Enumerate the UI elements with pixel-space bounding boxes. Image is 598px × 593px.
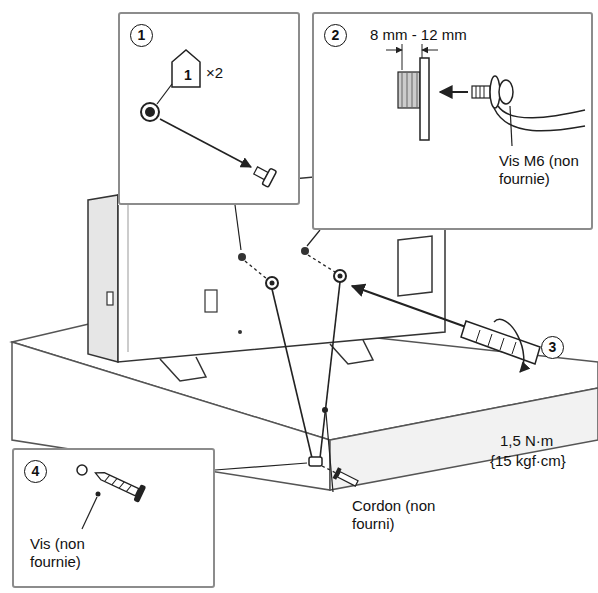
leader-line bbox=[326, 413, 333, 492]
quantity-label: ×2 bbox=[206, 64, 223, 82]
callout-number: 3 bbox=[541, 336, 564, 359]
dash-line bbox=[322, 466, 336, 473]
rotation-arrow bbox=[494, 319, 524, 372]
leader-line bbox=[82, 497, 97, 529]
cord bbox=[272, 289, 312, 458]
screwdriver-handle bbox=[461, 321, 540, 364]
leader-line bbox=[157, 84, 172, 104]
screw-head bbox=[333, 467, 342, 480]
leader-line bbox=[510, 106, 512, 146]
screw-head bbox=[499, 80, 513, 104]
cord bbox=[320, 282, 340, 458]
step-inset: 4Vis (non fournie) bbox=[12, 448, 215, 588]
leader-line bbox=[307, 230, 320, 246]
screw-head bbox=[262, 168, 277, 187]
callout-number: 4 bbox=[24, 460, 47, 483]
tv-foot bbox=[330, 340, 373, 364]
insert-arrow bbox=[440, 91, 468, 93]
bolt-core bbox=[270, 281, 275, 286]
cord bbox=[494, 108, 585, 131]
removal-arrow bbox=[160, 119, 251, 167]
dimension-arrow bbox=[386, 50, 402, 51]
tv-edge bbox=[128, 205, 129, 352]
thread-hatch bbox=[105, 474, 132, 492]
screwdriver-shaft bbox=[352, 286, 466, 327]
table-screw bbox=[333, 467, 360, 489]
screw-hole bbox=[141, 103, 159, 121]
dimension-line bbox=[402, 44, 403, 70]
callout-number: 1 bbox=[130, 24, 153, 47]
thread-hatch bbox=[402, 72, 417, 108]
tv-terminal-panel bbox=[398, 236, 432, 296]
symbol-icon bbox=[172, 50, 200, 87]
inset-ground bbox=[118, 12, 300, 205]
tv-foot bbox=[160, 357, 206, 381]
inset-ground bbox=[12, 448, 215, 588]
leader-dot bbox=[322, 407, 328, 413]
bracket-plate bbox=[420, 58, 429, 140]
dimension-arrow bbox=[422, 50, 438, 51]
screw-hole-core bbox=[145, 107, 155, 117]
leader-line bbox=[235, 205, 241, 250]
tv-port bbox=[107, 292, 113, 305]
tv-dot bbox=[238, 330, 242, 334]
step-inset: 2 8 mm - 12 mm Vis M6 (non fournie) bbox=[312, 12, 593, 230]
dash-line bbox=[245, 261, 267, 279]
screw bbox=[251, 162, 276, 187]
table-side bbox=[330, 388, 598, 490]
screw-head bbox=[133, 484, 146, 503]
part-label: Vis (non fournie) bbox=[30, 535, 108, 571]
torque-value: {15 kgf·cm} bbox=[490, 452, 566, 470]
tv-bracket bbox=[205, 290, 217, 312]
dash-line bbox=[308, 255, 335, 272]
tv-side bbox=[88, 195, 118, 362]
bolt bbox=[266, 277, 278, 289]
screw-hole bbox=[238, 253, 246, 261]
thread-hatch bbox=[476, 86, 484, 98]
step-inset: 1 1 ×2 bbox=[118, 12, 300, 205]
part-label: Cordon (non fourni) bbox=[352, 497, 456, 533]
torque-value: 1,5 N·m bbox=[500, 432, 553, 450]
dimension-label: 8 mm - 12 mm bbox=[370, 26, 467, 44]
leader-line bbox=[215, 463, 307, 470]
symbol-number: 1 bbox=[181, 67, 195, 84]
screw-thread bbox=[94, 469, 139, 496]
dimension-line bbox=[422, 44, 423, 58]
bolt bbox=[334, 270, 346, 282]
screw-thread bbox=[472, 86, 490, 98]
handle-grip bbox=[476, 330, 516, 354]
washer bbox=[77, 465, 87, 475]
screw-hole bbox=[301, 247, 309, 255]
inset-ground bbox=[312, 12, 588, 230]
threaded-insert bbox=[398, 72, 420, 108]
leader-dot bbox=[96, 492, 101, 497]
cord-clamp bbox=[309, 457, 322, 466]
callout-number: 2 bbox=[324, 24, 347, 47]
bolt-core bbox=[338, 274, 343, 279]
screw bbox=[92, 465, 147, 503]
part-label: Vis M6 (non fournie) bbox=[499, 152, 587, 188]
screw-thread bbox=[338, 472, 359, 486]
